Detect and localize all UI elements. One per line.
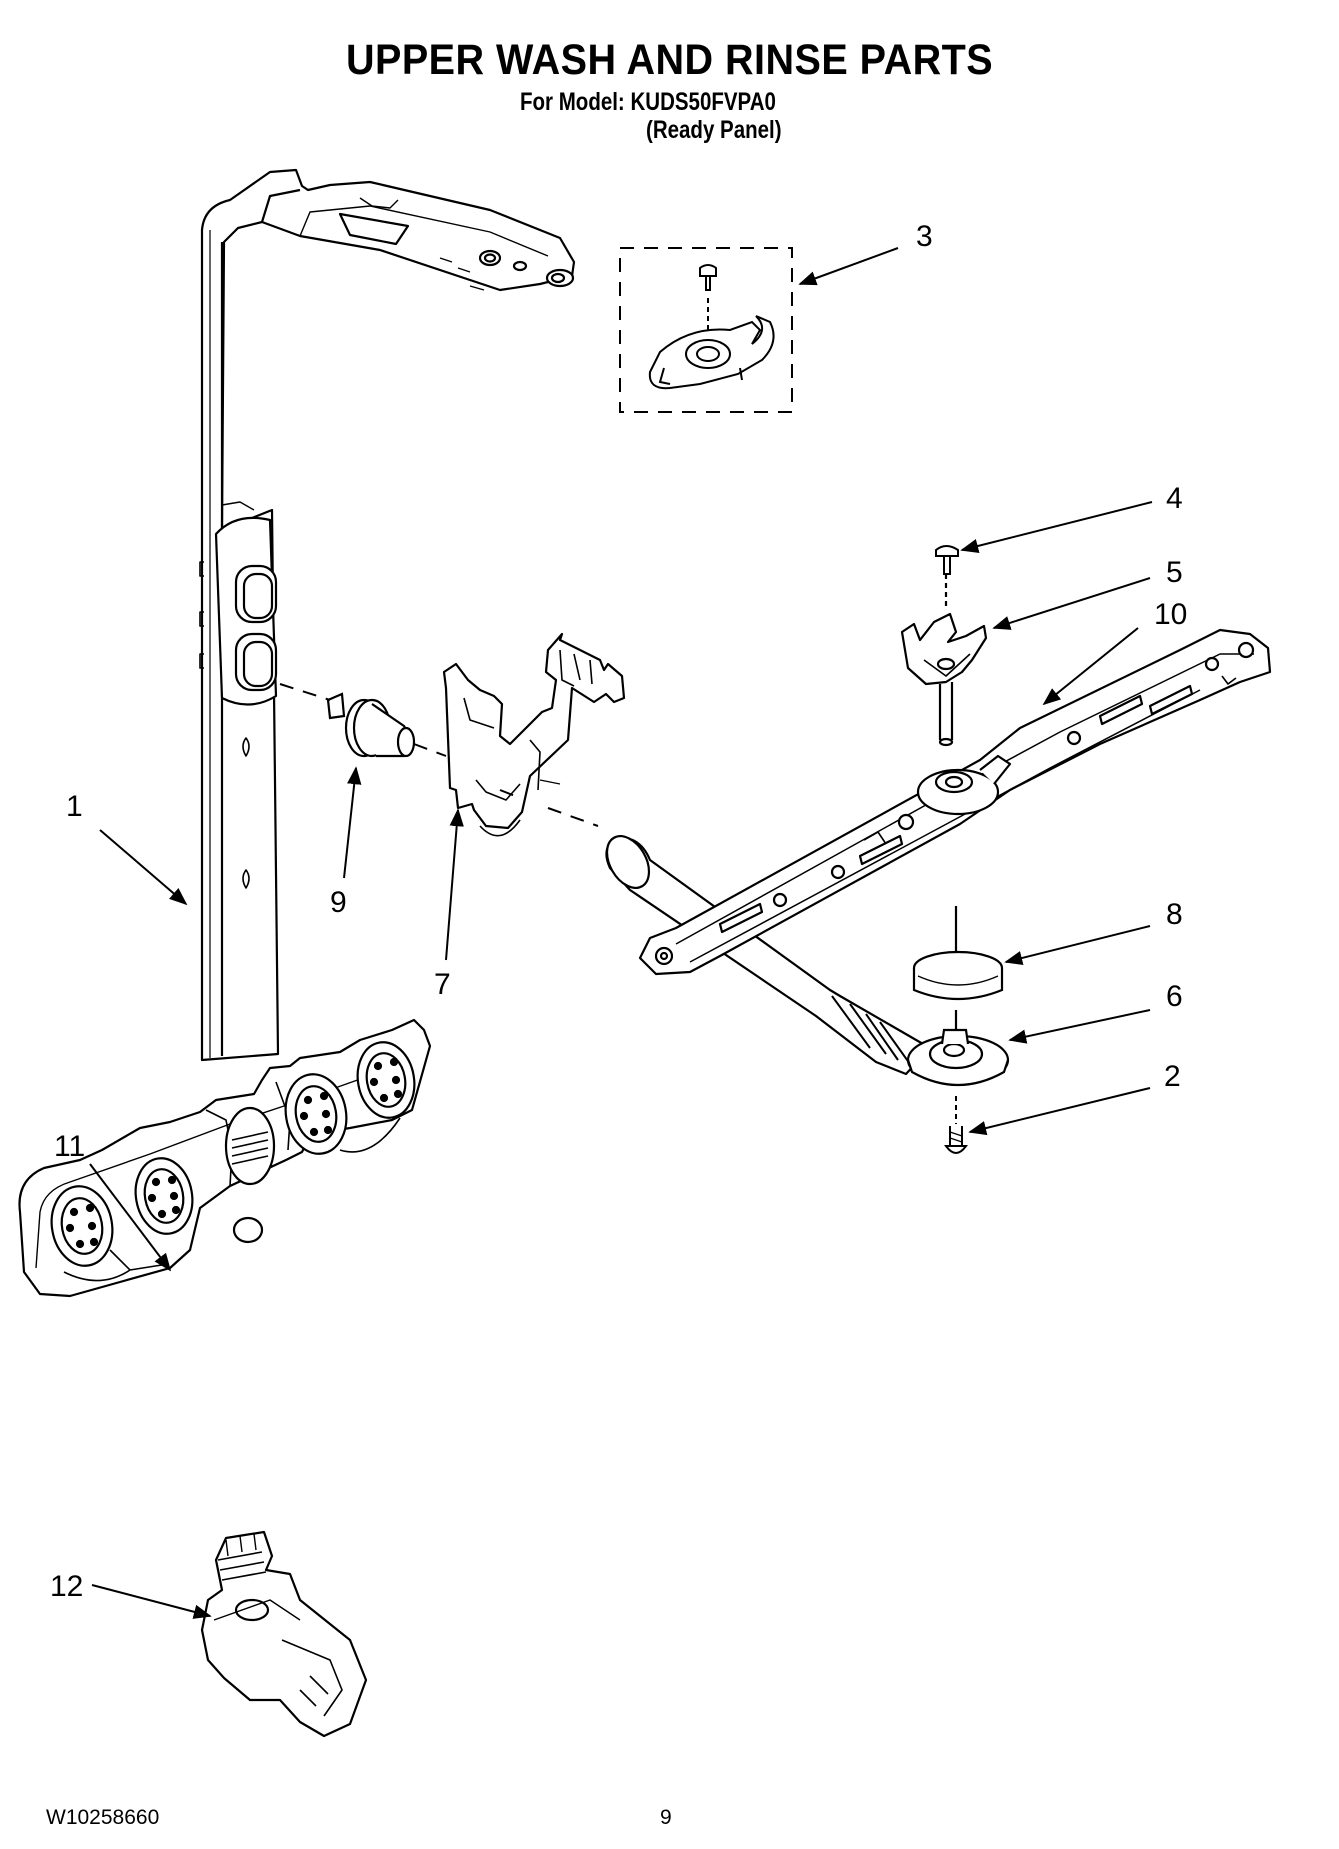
part-10-spray-arm (605, 628, 1272, 1076)
callout-4: 4 (1166, 482, 1183, 515)
part-7-bracket (442, 632, 626, 837)
document-number: W10258660 (46, 1806, 160, 1829)
part-6-hub (906, 1010, 1010, 1086)
part-5-bearing (900, 574, 988, 747)
part-1-manifold (199, 168, 576, 1062)
leader-3 (798, 247, 899, 286)
panel-line: (Ready Panel) (646, 116, 782, 144)
callout-numbers: 1 2 3 4 5 6 7 8 9 10 11 12 (50, 220, 1187, 1603)
callout-3: 3 (916, 220, 933, 253)
callout-2: 2 (1164, 1060, 1181, 1093)
leader-7 (445, 808, 464, 961)
part-12-connector (200, 1530, 368, 1738)
leader-9 (343, 766, 362, 879)
callout-12: 12 (50, 1570, 83, 1603)
leader-4 (960, 501, 1153, 554)
callout-5: 5 (1166, 556, 1183, 589)
callout-10: 10 (1154, 598, 1187, 631)
callout-11: 11 (54, 1130, 85, 1163)
part-2-screw (944, 1096, 968, 1154)
callout-leaders (89, 247, 1153, 1619)
callout-8: 8 (1166, 898, 1183, 931)
callout-9: 9 (330, 886, 347, 919)
part-9-fitting (326, 692, 416, 758)
page-number: 9 (660, 1806, 672, 1829)
part-8-ring (912, 906, 1004, 1001)
leader-5 (992, 577, 1151, 630)
callout-1: 1 (66, 790, 83, 823)
callout-7: 7 (434, 968, 451, 1001)
leader-12 (91, 1584, 212, 1619)
callout-6: 6 (1166, 980, 1183, 1013)
part-3-inset (619, 247, 793, 413)
model-line: For Model: KUDS50FVPA0 (520, 88, 776, 116)
leader-6 (1008, 1009, 1151, 1044)
part-4-screw (935, 545, 959, 575)
leader-1 (99, 829, 188, 906)
leader-10 (1042, 627, 1139, 706)
leader-2 (968, 1087, 1151, 1136)
part-11-manifold-panel (18, 1018, 432, 1298)
page-title: UPPER WASH AND RINSE PARTS (345, 36, 994, 84)
assembly-dash-line (279, 683, 599, 827)
leader-11 (89, 1163, 172, 1272)
leader-8 (1004, 925, 1151, 966)
